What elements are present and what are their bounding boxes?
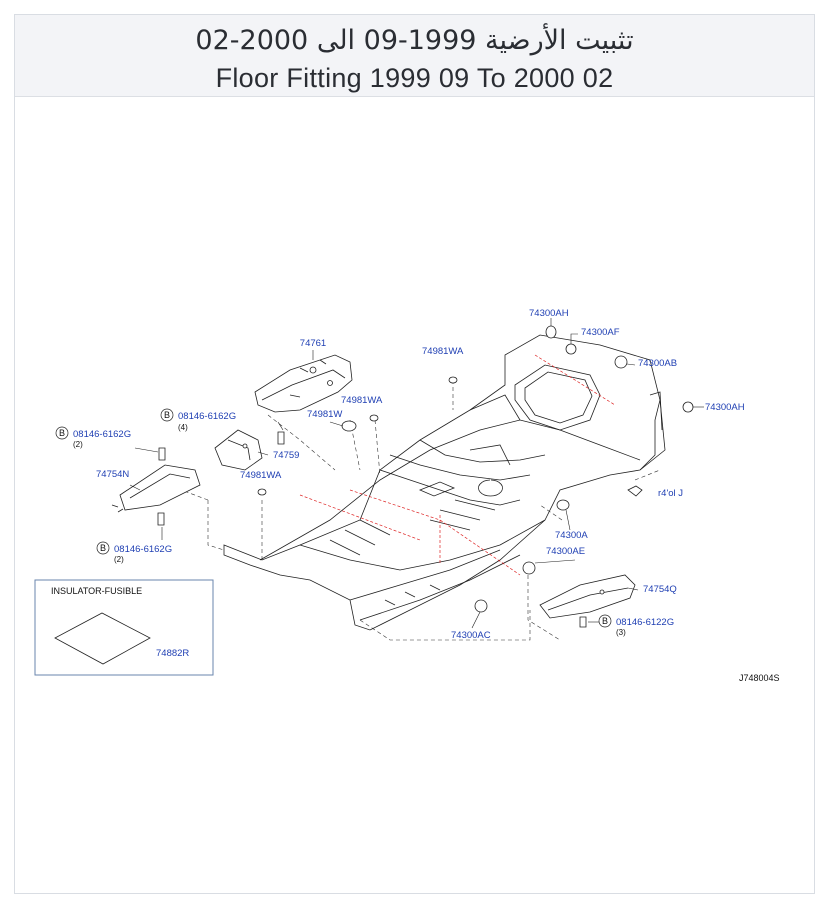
callout-74300ah-right[interactable]: 74300AH: [705, 402, 745, 413]
insulator-74754q: [539, 574, 636, 619]
b-marker-label: B: [59, 428, 65, 438]
b-marker-icon: [96, 541, 110, 555]
callout-74981wa-top[interactable]: 74981WA: [422, 346, 464, 357]
callout-74981w[interactable]: 74981W: [307, 409, 342, 420]
insulator-74761: [254, 354, 353, 413]
title-english: Floor Fitting 1999 09 To 2000 02: [215, 63, 614, 93]
callout-74981wa-low[interactable]: 74981WA: [240, 470, 282, 481]
callout-74754q[interactable]: 74754Q: [643, 584, 677, 595]
label-leaders: [129, 318, 704, 651]
red-reference-lines: [299, 354, 616, 576]
b-marker-icon: [160, 408, 174, 422]
callout-08146-6162g-c[interactable]: 08146-6162G: [114, 544, 172, 555]
callout-08146-6122g[interactable]: 08146-6122G: [616, 617, 674, 628]
inset-title: INSULATOR-FUSIBLE: [51, 586, 142, 596]
b-marker-label: B: [164, 410, 170, 420]
callout-74882r[interactable]: 74882R: [156, 648, 189, 659]
bracket-74759: [214, 429, 263, 471]
callout-74754n[interactable]: 74754N: [96, 469, 129, 480]
callout-74759[interactable]: 74759: [273, 450, 299, 461]
title-arabic: تثبيت الأرضية 1999-09 الى 2000-02: [195, 25, 634, 56]
callout-74300a[interactable]: 74300A: [555, 530, 588, 541]
b-marker-label: B: [100, 543, 106, 553]
callout-08146-6162g-b[interactable]: 08146-6162G: [73, 429, 131, 440]
qty-08146-6162g-b: (2): [73, 440, 83, 449]
b-marker-icon: [55, 426, 69, 440]
callout-74300ab[interactable]: 74300AB: [638, 358, 677, 369]
fasteners: [157, 325, 694, 628]
callout-74300af[interactable]: 74300AF: [581, 327, 620, 338]
diagram-frame: تثبيت الأرضية 1999-09 الى 2000-02 Floor …: [14, 14, 815, 894]
callout-74300ah-top[interactable]: 74300AH: [529, 308, 569, 319]
qty-08146-6122g: (3): [616, 628, 626, 637]
callout-74761[interactable]: 74761: [300, 338, 326, 349]
insulator-sheet-icon: [54, 612, 151, 665]
callout-74300ae[interactable]: 74300AE: [546, 546, 585, 557]
figure-code: J748004S: [739, 673, 780, 683]
b-marker-label: B: [602, 616, 608, 626]
b-marker-icon: [598, 614, 612, 628]
qty-08146-6162g-a: (4): [178, 423, 188, 432]
qty-08146-6162g-c: (2): [114, 555, 124, 564]
insulator-74754n: [111, 464, 201, 513]
callout-74300ac[interactable]: 74300AC: [451, 630, 491, 641]
callout-74981wa-mid[interactable]: 74981WA: [341, 395, 383, 406]
title-header: تثبيت الأرضية 1999-09 الى 2000-02 Floor …: [15, 15, 814, 97]
callout-08146-6162g-a[interactable]: 08146-6162G: [178, 411, 236, 422]
callout-partial[interactable]: r4'ol J: [658, 488, 683, 499]
floor-panel-drawing: [223, 334, 666, 631]
